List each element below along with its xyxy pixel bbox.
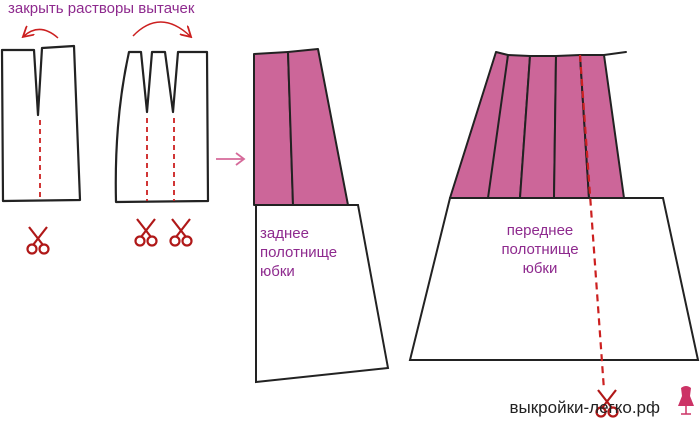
close-dart-arrow-right bbox=[132, 21, 190, 36]
front-skirt-panel bbox=[408, 51, 700, 391]
front-pattern-small bbox=[114, 50, 210, 204]
back-pattern-small bbox=[0, 44, 82, 203]
transform-arrow-icon bbox=[216, 152, 246, 166]
instruction-title: закрыть растворы вытачек bbox=[8, 0, 195, 17]
back-strip-2 bbox=[287, 48, 349, 206]
back-label-line: юбки bbox=[260, 263, 295, 280]
site-watermark: выкройки-легко.рф bbox=[509, 398, 660, 417]
front-label-line: полотнище bbox=[501, 241, 579, 258]
dress-form-logo bbox=[678, 386, 694, 415]
back-panel-label: заднее полотнище юбки bbox=[260, 224, 337, 281]
front-label-line: переднее bbox=[506, 222, 574, 239]
front-panel-label: переднее полотнище юбки bbox=[480, 221, 600, 278]
scissors-icon bbox=[134, 218, 158, 247]
back-skirt-panel bbox=[253, 48, 390, 384]
front-strip-6 bbox=[603, 51, 627, 56]
cut-line bbox=[578, 54, 606, 391]
front-strip-5 bbox=[579, 54, 625, 199]
scissors-icon bbox=[169, 218, 193, 247]
back-label-line: полотнище bbox=[260, 244, 338, 261]
scissors-icon bbox=[26, 226, 50, 255]
front-label-line: юбки bbox=[522, 260, 558, 277]
back-strip-1 bbox=[253, 51, 294, 206]
close-dart-arrow-left bbox=[24, 29, 59, 39]
back-label-line: заднее bbox=[260, 225, 309, 242]
scissors-icon bbox=[595, 389, 619, 418]
